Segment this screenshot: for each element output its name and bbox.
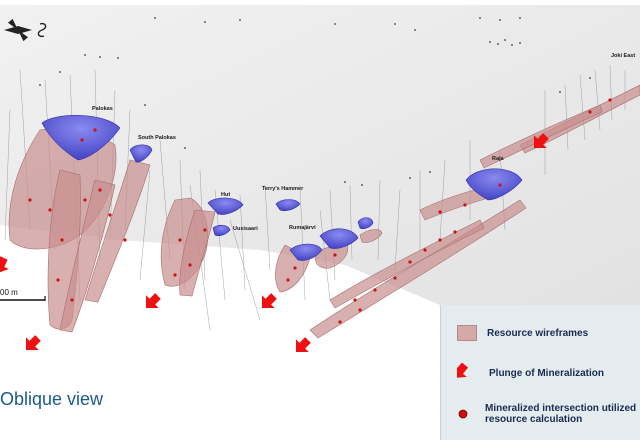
label-terrys-hammer: Terry's Hammer <box>262 186 304 192</box>
plunge-arrow-icon <box>25 335 41 351</box>
plunge-arrow-icon <box>457 363 469 379</box>
plunge-arrow-icon <box>261 293 277 309</box>
wireframe-swatch-icon <box>457 325 477 341</box>
wireframe-rumajarvi-2 <box>315 241 349 269</box>
plunge-arrow-icon <box>145 293 161 309</box>
intersection-dot-icon <box>458 409 468 419</box>
legend-row-plunge: Plunge of Mineralization <box>457 363 604 383</box>
north-arrow-icon <box>4 18 47 42</box>
drill-collars <box>39 17 591 186</box>
view-title: Oblique view <box>0 389 104 409</box>
wireframe-south-palokas <box>84 159 151 303</box>
legend-intersection-line2: resource calculation <box>485 414 583 425</box>
resource-wireframes <box>8 84 640 339</box>
plunge-arrows <box>0 133 549 353</box>
pit-rumajarvi-c <box>357 217 374 230</box>
pit-terrys-hammer <box>275 199 301 212</box>
label-uusisaari: Uusisaari <box>233 226 258 232</box>
scale-bar-label: 00 m <box>0 288 18 297</box>
wireframe-palokas-lens <box>59 179 116 333</box>
label-raja: Raja <box>492 156 505 162</box>
plunge-arrow-icon <box>533 133 549 149</box>
pit-palokas <box>41 115 121 161</box>
label-hut: Hut <box>221 192 230 198</box>
pit-rumajarvi-a <box>289 243 323 261</box>
pit-rumajarvi-b <box>319 228 359 249</box>
wireframe-raja-mid <box>329 219 485 309</box>
pit-south-palokas <box>129 144 153 163</box>
label-palokas: Palokas <box>92 106 113 112</box>
pit-uusisaari <box>212 224 231 237</box>
legend-wireframes-label: Resource wireframes <box>487 327 589 339</box>
label-south-palokas: South Palokas <box>138 135 176 141</box>
plunge-arrow-icon <box>295 337 311 353</box>
pit-raja <box>465 168 523 201</box>
legend-plunge-label: Plunge of Mineralization <box>489 367 605 379</box>
label-joki-east: Joki East <box>611 53 635 59</box>
plunge-arrow-icon <box>0 256 9 274</box>
legend-row-intersection: Mineralized intersection utilized resour… <box>457 403 636 425</box>
legend-intersection-text: Mineralized intersection utilized resour… <box>485 403 636 425</box>
legend-panel: Resource wireframes Plunge of Mineraliza… <box>440 305 640 440</box>
mineralized-intersections <box>28 98 612 324</box>
pit-hut <box>207 197 244 215</box>
wireframe-rumajarvi-3 <box>359 229 383 243</box>
label-rumajarvi: Rumajärvi <box>289 225 316 231</box>
legend-intersection-line1: Mineralized intersection utilized <box>485 403 637 414</box>
wireframe-hut-b <box>179 209 216 297</box>
pit-shells <box>41 115 523 261</box>
scale-bar: 00 m <box>0 288 46 301</box>
wireframe-raja-lower <box>309 199 527 339</box>
legend-row-wireframes: Resource wireframes <box>457 325 588 341</box>
